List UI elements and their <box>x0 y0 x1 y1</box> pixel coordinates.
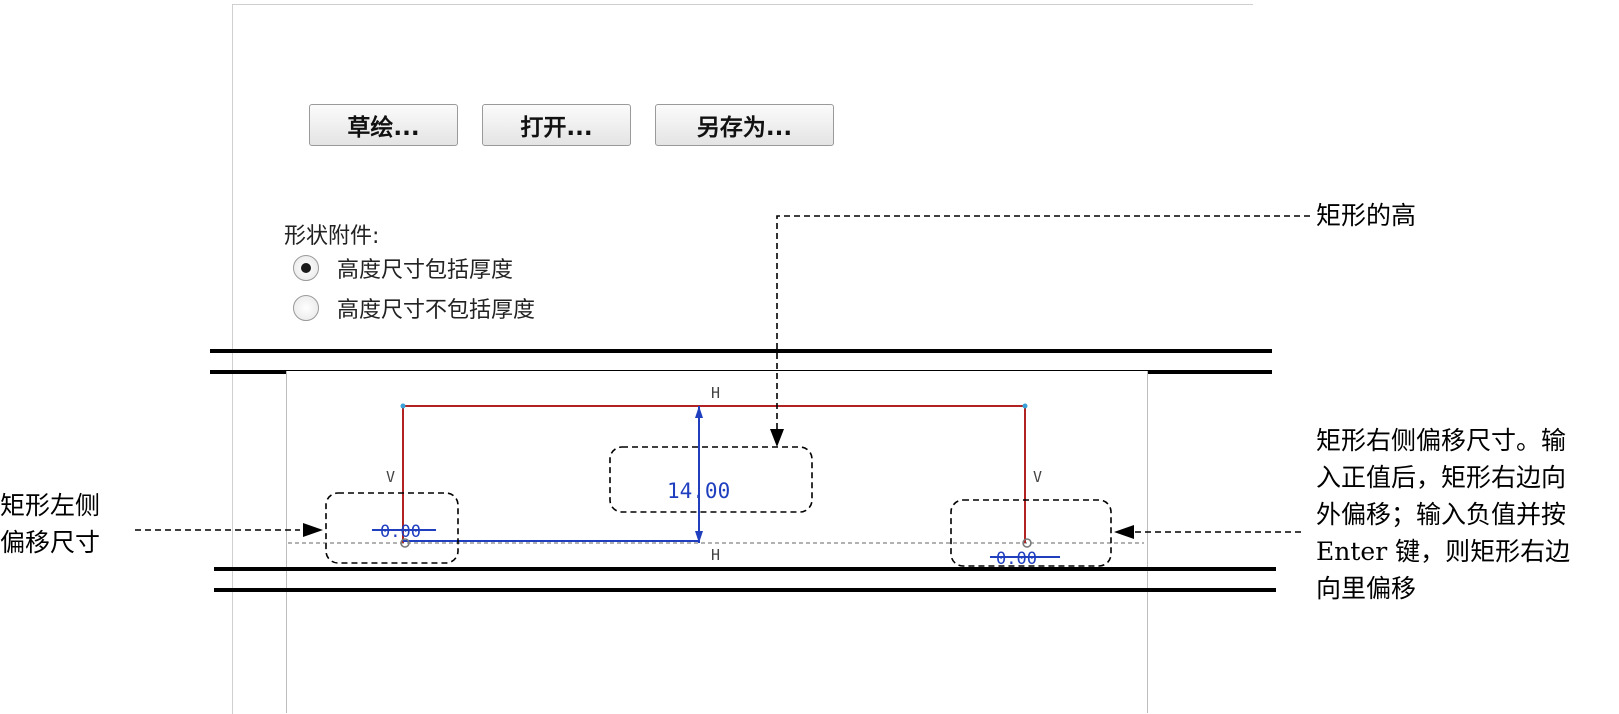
left-offset-value: 0.00 <box>380 522 421 542</box>
save-as-button[interactable]: 另存为... <box>655 104 834 146</box>
annotation-line: 矩形左侧 <box>0 491 101 520</box>
height-arrow-top <box>695 406 703 418</box>
shape-attachment-label: 形状附件: <box>284 224 380 249</box>
left-offset-annotation: 矩形左侧 偏移尺寸 <box>0 487 100 561</box>
height-annotation: 矩形的高 <box>1316 201 1417 230</box>
constraint-v-left: V <box>386 468 395 486</box>
height-leader-arrow <box>770 429 784 447</box>
right-offset-value: 0.00 <box>996 549 1037 569</box>
origin-marker-left <box>400 538 410 548</box>
origin-marker-right <box>1022 538 1032 548</box>
annotation-line: 外偏移；输入负值并按 <box>1316 500 1567 529</box>
sketch-rectangle <box>402 405 1026 543</box>
height-dimension-value: 14.00 <box>667 479 730 503</box>
right-leader-arrow <box>1114 525 1134 539</box>
height-leader-line <box>776 215 1310 436</box>
radio-include-thickness[interactable] <box>293 255 319 281</box>
annotation-line: 矩形右侧偏移尺寸。输 <box>1316 426 1567 455</box>
crop-rule-3 <box>214 567 1276 571</box>
height-callout-box <box>609 446 813 513</box>
radio-exclude-thickness[interactable] <box>293 295 319 321</box>
radio-selected-dot <box>301 263 311 273</box>
option-include-thickness-label: 高度尺寸包括厚度 <box>337 258 514 283</box>
height-arrow-bottom <box>695 531 703 543</box>
constraint-h-top: H <box>711 384 720 402</box>
left-leader-arrow <box>303 523 323 537</box>
crop-rule-1 <box>210 349 1272 353</box>
annotation-line: 偏移尺寸 <box>0 528 101 557</box>
annotation-line: Enter 键，则矩形右边 <box>1316 537 1571 566</box>
constraint-h-bottom: H <box>711 546 720 564</box>
annotation-line: 入正值后，矩形右边向 <box>1316 463 1567 492</box>
left-offset-callout-box <box>325 492 459 564</box>
constraint-v-right: V <box>1033 468 1042 486</box>
vertex-point <box>400 403 406 409</box>
right-offset-callout-box <box>950 499 1112 567</box>
right-offset-annotation: 矩形右侧偏移尺寸。输 入正值后，矩形右边向 外偏移；输入负值并按 Enter 键… <box>1316 422 1619 607</box>
annotation-line: 向里偏移 <box>1316 574 1417 603</box>
vertex-point <box>1022 403 1028 409</box>
open-button[interactable]: 打开... <box>482 104 631 146</box>
crop-rule-4 <box>214 588 1276 592</box>
option-exclude-thickness-label: 高度尺寸不包括厚度 <box>337 298 536 323</box>
sketch-button[interactable]: 草绘... <box>309 104 458 146</box>
